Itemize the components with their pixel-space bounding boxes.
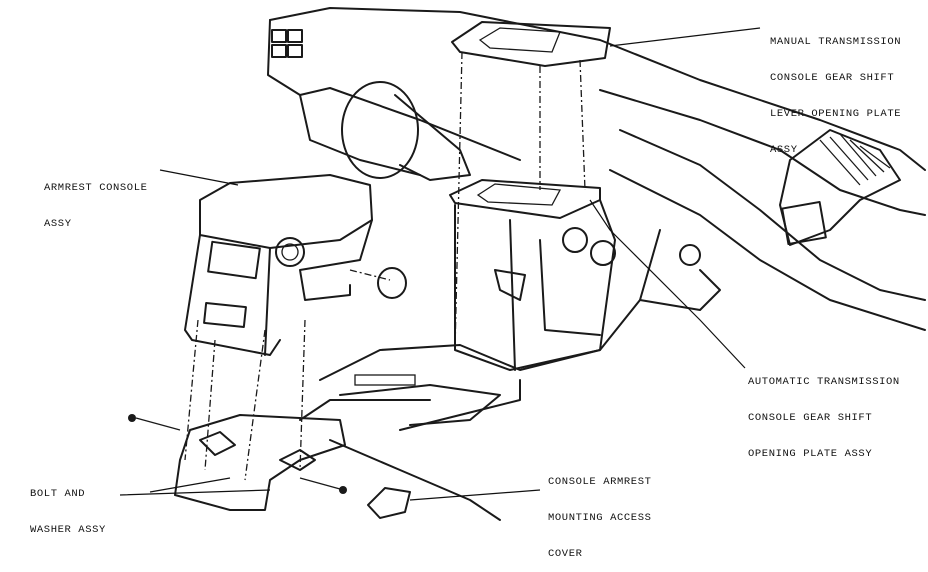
label-bolt-washer: BOLT AND WASHER ASSY	[30, 488, 106, 536]
label-manual-shift-plate: MANUAL TRANSMISSION CONSOLE GEAR SHIFT L…	[770, 36, 902, 156]
automatic-shift-plate	[449, 179, 601, 219]
diagram-illustration	[119, 7, 926, 521]
console-exploded-diagram: MANUAL TRANSMISSION CONSOLE GEAR SHIFT L…	[30, 7, 926, 560]
manual-shift-plate	[451, 21, 611, 67]
label-access-cover: CONSOLE ARMREST MOUNTING ACCESS COVER	[548, 476, 652, 560]
label-armrest-console: ARMREST CONSOLE ASSY	[44, 182, 148, 230]
label-automatic-shift-plate: AUTOMATIC TRANSMISSION CONSOLE GEAR SHIF…	[748, 376, 900, 460]
armrest-console	[184, 174, 407, 356]
alignment-lines	[184, 51, 586, 481]
bolt-left	[128, 414, 181, 431]
center-console	[299, 199, 721, 431]
bolt-right	[299, 477, 347, 494]
leader-lines	[119, 27, 761, 501]
console-base	[174, 414, 501, 521]
dashboard	[267, 7, 926, 331]
